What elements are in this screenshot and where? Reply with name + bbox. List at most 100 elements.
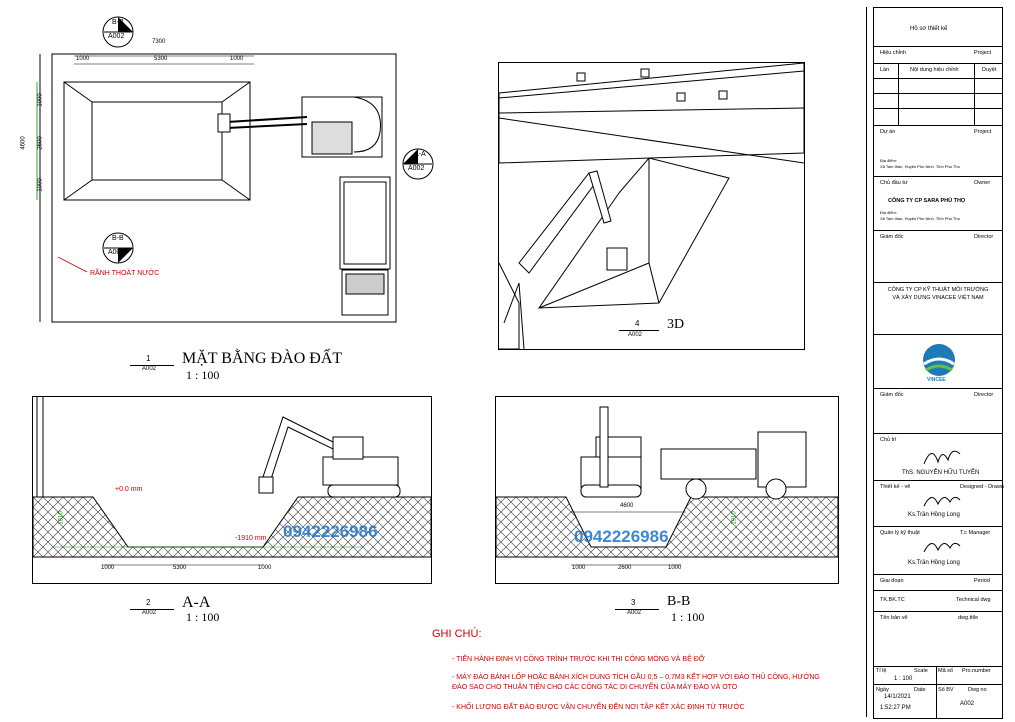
plan-view-panel: 7300 1000 5300 1000 4600 1000 2600 1000 … <box>21 39 397 324</box>
dim-mid: 5300 <box>154 56 168 62</box>
tb-revision-en: Project <box>974 50 992 56</box>
tb-sheet-value: A002 <box>960 701 975 707</box>
view-sheet: A002 <box>627 610 642 616</box>
tb-phase-value: TK.BK.TC <box>880 597 905 603</box>
phone-watermark: 0942226986 <box>574 527 669 546</box>
tb-owner-loc-label: Địa điểm: <box>880 210 897 215</box>
tb-director2-label: Giám đốc <box>880 392 904 398</box>
section-bb-title-block: 3 A002 B-B 1 : 100 <box>615 592 815 628</box>
note-item: - MÁY ĐÀO BÁNH LỐP HOẶC BÁNH XÍCH DUNG T… <box>452 674 820 681</box>
section-bb-drawing <box>495 406 839 566</box>
phone-watermark: 0942226986 <box>283 522 378 541</box>
section-aa-title-block: 2 A002 A-A 1 : 100 <box>130 592 370 628</box>
tb-tech-en: T.c Manager <box>960 530 991 536</box>
tb-director1-en: Director <box>974 234 994 240</box>
title-block: Hồ sơ thiết kế Hiệu chỉnh Project Lần Nộ… <box>873 7 1005 719</box>
notes-section: GHI CHÚ: - TIẾN HÀNH ĐỊNH VỊ CÔNG TRÌNH … <box>430 628 870 720</box>
tb-phase-label: Giai đoạn <box>880 578 904 584</box>
tb-owner-loc: Xã Tam thàn, Huyện Phù Ninh, Tỉnh Phú Th… <box>880 216 960 221</box>
tb-dwgname-label: Tên bản vẽ <box>880 615 908 621</box>
tb-scale-value: 1 : 100 <box>894 676 913 682</box>
view-scale: 1 : 100 <box>671 610 705 624</box>
dim-mid: 5300 <box>173 565 187 571</box>
tb-code-label: Mã số <box>938 668 953 674</box>
dim-right: 1000 <box>258 565 272 571</box>
tb-scale-en: Scale <box>914 668 928 674</box>
dim-right: 1000 <box>668 565 682 571</box>
top-dim: 4600 <box>620 503 634 509</box>
dim-mid: 2600 <box>618 565 632 571</box>
view-sheet: A002 <box>142 366 157 372</box>
dim-total: 7300 <box>152 39 166 45</box>
section-marker-aa[interactable]: A-A A002 <box>402 148 434 180</box>
section-marker-bb-top[interactable]: B-B A002 <box>102 16 134 48</box>
logo-text: VINCEE <box>927 377 946 383</box>
drain-label: RÃNH THOÁT NƯỚC <box>90 270 160 277</box>
tb-tech-label: Quản lý kỹ thuật <box>880 530 920 536</box>
signature-designer <box>923 496 961 507</box>
tb-sheet-label: Số BV <box>938 687 954 693</box>
plan-title-block: 1 A002 MẶT BẰNG ĐÀO ĐẤT 1 : 100 <box>130 348 370 384</box>
tb-scale-label: Tỉ lệ <box>876 668 887 674</box>
dim-v-mid: 2600 <box>37 136 44 150</box>
marker-sheet: A002 <box>108 33 125 40</box>
sheet-divider <box>866 7 867 717</box>
tb-date-label: Ngày <box>876 687 889 693</box>
tb-date-value1: 14/1/2021 <box>884 694 911 700</box>
dim-right: 1000 <box>230 56 244 62</box>
signature-tech <box>923 542 961 553</box>
marker-sheet: A002 <box>408 165 425 172</box>
view-title: B-B <box>667 594 691 609</box>
company-logo: VINCEE <box>914 340 964 386</box>
dim-v-total: 4600 <box>20 136 27 150</box>
tb-col-approve: Duyệt <box>982 67 997 73</box>
tb-owner-name: CÔNG TY CP SARA PHÚ THỌ <box>888 198 966 204</box>
tb-company: CÔNG TY CP KỸ THUẬT MÔI TRƯỜNG VÀ XÂY DỰ… <box>887 287 989 301</box>
dim-left: 1000 <box>76 56 90 62</box>
level-bottom-label: -1910 mm <box>235 535 267 542</box>
tb-col-lan: Lần <box>880 67 890 73</box>
note-item: - TIẾN HÀNH ĐỊNH VỊ CÔNG TRÌNH TRƯỚC KHI… <box>452 656 705 663</box>
section-aa-panel: +0.0 mm -1910 mm 1910 1000 5300 1000 094… <box>32 396 432 584</box>
tb-code-en: Pro.number <box>962 668 991 674</box>
view-number: 4 <box>635 319 640 328</box>
tb-dwgname-en: dwg.title <box>958 615 979 621</box>
signature-lead <box>923 450 961 465</box>
view-title: A-A <box>182 594 211 611</box>
marker-name: A-A <box>414 151 426 158</box>
view-number: 3 <box>631 598 636 607</box>
tb-lead-label: Chủ trì <box>880 437 897 443</box>
tb-col-content: Nội dung hiệu chỉnh <box>910 67 959 73</box>
tb-director1-label: Giám đốc <box>880 234 904 240</box>
view-sheet: A002 <box>142 610 157 616</box>
view-title: MẶT BẰNG ĐÀO ĐẤT <box>182 350 343 367</box>
dim-v-bot: 1000 <box>37 178 44 192</box>
dim-left: 1000 <box>572 565 586 571</box>
tb-project-loc-label: Địa điểm: <box>880 158 897 163</box>
tb-designer-en: Designed - Drawn <box>960 484 1005 490</box>
tb-tech-name: Ks.Trần Hồng Long <box>908 560 960 566</box>
tb-project-loc: Xã Tam thàn, Huyện Phù Ninh, Tỉnh Phú Th… <box>880 164 960 169</box>
tb-owner-label: Chủ đầu tư <box>880 180 908 186</box>
tb-project-en: Project <box>974 129 992 135</box>
section-marker-bb-bottom[interactable]: B-B A002 <box>102 232 134 264</box>
tb-phase-en: Period <box>974 578 990 584</box>
tb-director2-en: Director <box>974 392 994 398</box>
3d-title-block: 4 A002 3D <box>619 317 729 347</box>
tb-designer-name: Ks.Trần Hồng Long <box>908 512 960 518</box>
depth-dim: 1910 <box>731 511 738 525</box>
view-number: 1 <box>146 354 151 363</box>
view-number: 2 <box>146 598 151 607</box>
depth-dim: 1910 <box>58 511 65 525</box>
3d-view-panel: 4 A002 3D <box>498 62 805 350</box>
tb-lead-name: ThS. NGUYỄN HỮU TUYÊN <box>902 470 980 476</box>
tb-designer-label: Thiết kế - vẽ <box>880 484 911 490</box>
dim-v-top: 1000 <box>37 93 44 107</box>
level-top-label: +0.0 mm <box>115 486 143 493</box>
tb-project-label: Dự án <box>880 129 896 135</box>
note-item: - KHỐI LƯỢNG ĐẤT ĐÀO ĐƯỢC VẬN CHUYỂN ĐẾN… <box>452 704 745 711</box>
marker-name: B-B <box>112 19 124 26</box>
tb-date-value2: 1:52:27 PM <box>880 705 911 711</box>
view-scale: 1 : 100 <box>186 610 220 624</box>
view-sheet: A002 <box>628 332 643 338</box>
